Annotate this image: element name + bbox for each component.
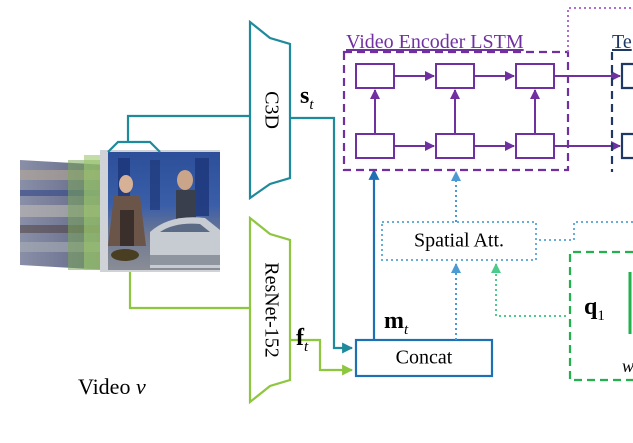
ft-arrow [290, 338, 354, 376]
video-to-resnet-line [128, 272, 250, 310]
c3d-block [248, 19, 292, 201]
st-arrow [290, 116, 354, 354]
text-encoder-cell-partial [620, 62, 633, 90]
right-cut-label: Te [612, 31, 632, 53]
video-encoder-label: Video Encoder LSTM [346, 31, 524, 53]
mt-label: mt [384, 308, 409, 338]
text-encoder-cell-partial [620, 132, 633, 160]
q-to-spatial-arrow [491, 263, 566, 317]
concat-label: Concat [396, 347, 453, 369]
concat-box [354, 338, 494, 378]
video-frames-illustration [20, 150, 220, 272]
spatial-att-box [381, 221, 537, 261]
resnet-block [248, 215, 292, 405]
video-encoder-lstm-box [342, 50, 570, 172]
lstm-cell [355, 133, 395, 159]
video-to-c3d-connector [107, 140, 161, 153]
lstm-cell [515, 133, 555, 159]
video-to-c3d-line [126, 114, 250, 142]
resnet-label: ResNet-152 [260, 262, 282, 358]
lstm-cell [435, 133, 475, 159]
spatial-att-label: Spatial Att. [414, 230, 504, 252]
ft-label: ft [296, 325, 309, 355]
query-box [568, 250, 633, 382]
st-label: st [300, 83, 314, 113]
lstm-cell [435, 63, 475, 89]
right-to-spatial-line [536, 221, 633, 241]
lstm-cell [355, 63, 395, 89]
lstm-cell [515, 63, 555, 89]
c3d-label: C3D [260, 91, 282, 129]
q1-label: q1 [584, 294, 605, 324]
video-caption: Video v [78, 374, 146, 399]
cut-w-label: w [622, 356, 633, 376]
